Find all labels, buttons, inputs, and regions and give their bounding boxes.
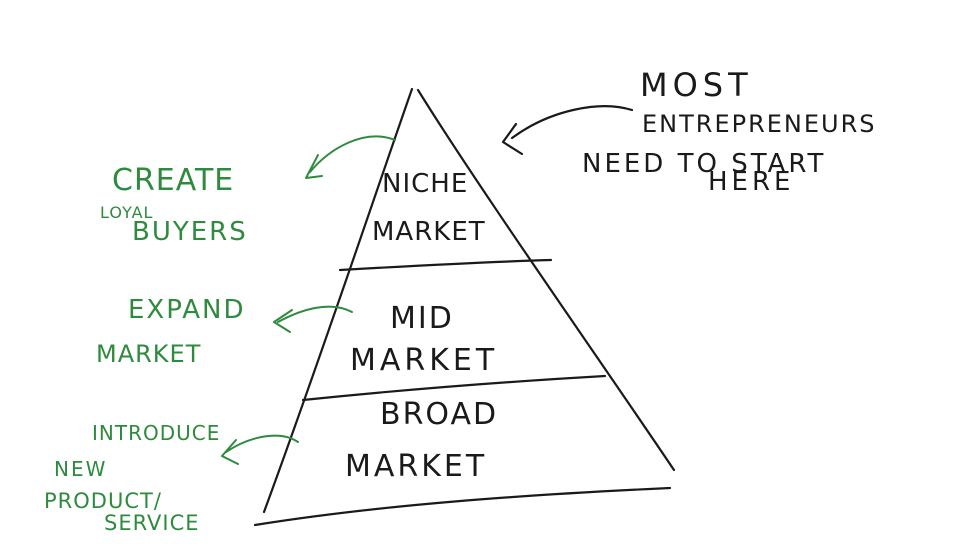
note-right-line-4: HERE <box>708 167 794 197</box>
arrow-expand-shaft <box>277 305 353 323</box>
tier-niche-line-1: NICHE <box>382 169 468 199</box>
note-create-line-1: CREATE <box>112 163 234 198</box>
pyramid-right-edge <box>416 88 676 472</box>
note-introduce-line-3: PRODUCT/ <box>44 489 162 513</box>
tier-broad-line-2: MARKET <box>345 449 487 484</box>
arrow-niche-head <box>501 122 524 156</box>
pyramid-left-edge <box>262 87 414 514</box>
note-right-line-3: NEED TO START <box>582 149 826 179</box>
note-create-line-3: BUYERS <box>132 217 248 247</box>
note-create-line-2: LOYAL <box>100 203 153 222</box>
arrow-to-create <box>305 135 396 179</box>
pyramid-divider-top <box>338 258 553 272</box>
arrow-introduce-shaft <box>225 434 299 453</box>
note-right-line-1: MOST <box>640 66 753 104</box>
arrow-create-head <box>305 154 323 179</box>
arrow-introduce-head <box>221 439 239 465</box>
note-introduce-line-1: INTRODUCE <box>92 421 220 445</box>
tier-niche-label: NICHE MARKET <box>372 169 486 247</box>
note-introduce-line-2: NEW <box>54 457 107 481</box>
tier-niche-line-2: MARKET <box>372 217 486 247</box>
tier-mid-line-1: MID <box>390 301 454 336</box>
arrow-to-niche <box>501 105 634 156</box>
pyramid-divider-bottom <box>301 374 607 402</box>
arrow-to-expand <box>273 305 353 333</box>
pyramid-outline <box>253 87 676 527</box>
arrow-expand-head <box>273 309 293 333</box>
note-introduce-new-product: INTRODUCE NEW PRODUCT/ SERVICE <box>44 421 220 535</box>
note-expand-market: EXPAND MARKET <box>96 295 246 368</box>
tier-mid-line-2: MARKET <box>350 343 498 378</box>
note-expand-line-2: MARKET <box>96 340 201 368</box>
arrow-niche-shaft <box>510 105 634 140</box>
tier-mid-label: MID MARKET <box>350 301 498 378</box>
note-expand-line-1: EXPAND <box>128 295 246 325</box>
note-right-line-2: ENTREPRENEURS <box>642 110 877 138</box>
arrow-to-introduce <box>221 434 299 465</box>
arrow-create-shaft <box>309 135 396 173</box>
note-most-entrepreneurs: MOST ENTREPRENEURS NEED TO START HERE <box>582 66 877 197</box>
note-create-loyal-buyers: CREATE LOYAL BUYERS <box>100 163 248 247</box>
tier-broad-label: BROAD MARKET <box>345 397 498 484</box>
tier-broad-line-1: BROAD <box>380 397 498 432</box>
pyramid-base <box>253 486 672 527</box>
note-introduce-line-4: SERVICE <box>104 511 200 535</box>
